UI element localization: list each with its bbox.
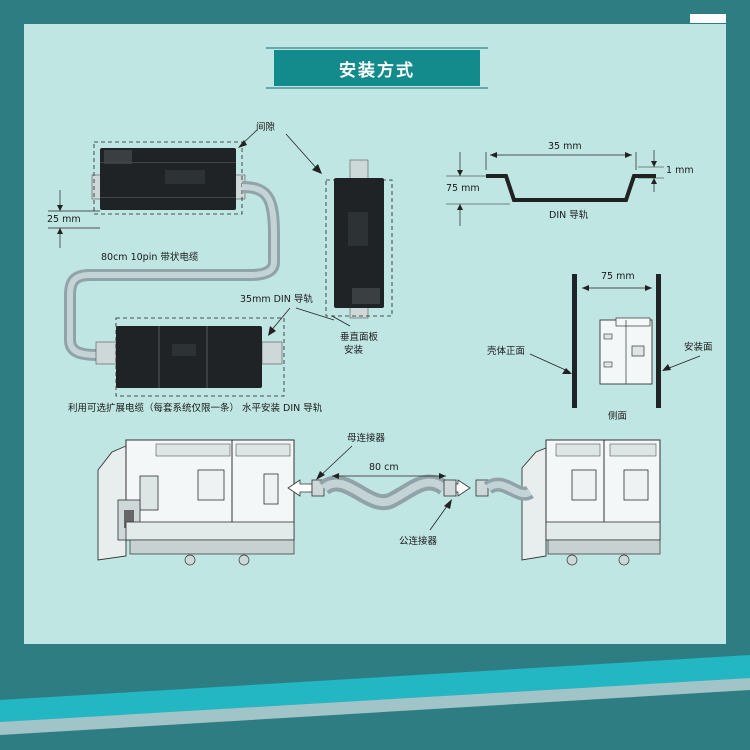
right-plc-group xyxy=(521,439,661,566)
side-shell-front-plate xyxy=(572,274,577,408)
corner-mark xyxy=(690,14,726,23)
vertical-panel-label-line2: 安装 xyxy=(344,345,364,356)
top-module-group xyxy=(91,141,246,215)
rail-thickness-label: 1 mm xyxy=(666,165,694,176)
bottom-plc-module xyxy=(116,326,262,388)
expansion-cable-group xyxy=(287,445,534,531)
vertical-module-group xyxy=(325,159,393,327)
din-rail-label: DIN 导轨 xyxy=(549,210,589,221)
gap-arrows xyxy=(238,129,322,174)
ribbon-cable-label: 80cm 10pin 带状电缆 xyxy=(101,252,199,263)
horizontal-mount-caption: 利用可选扩展电缆（每套系统仅限一条） 水平安装 DIN 导轨 xyxy=(68,403,323,414)
side-view-label: 侧面 xyxy=(608,411,628,422)
accent-stripe-light xyxy=(0,678,750,735)
bottom-module-gap-frame xyxy=(115,317,285,397)
side-view-group xyxy=(529,274,701,408)
male-connector-label: 公连接器 xyxy=(399,536,438,547)
top-module-gap-frame xyxy=(93,141,243,215)
bottom-module-group xyxy=(95,307,335,397)
accent-stripe xyxy=(0,655,750,722)
vertical-panel-label-line1: 垂直面板 xyxy=(340,332,379,343)
height-25mm-label: 25 mm xyxy=(47,214,81,225)
page-title: 安装方式 xyxy=(274,50,480,86)
din-rail-35mm-label: 35mm DIN 导轨 xyxy=(240,294,313,305)
gap-label: 间隙 xyxy=(256,122,276,133)
mounting-face-label: 安装面 xyxy=(684,342,713,353)
side-width-label: 75 mm xyxy=(601,271,635,282)
cable-length-label: 80 cm xyxy=(369,462,399,473)
din-rail-profile xyxy=(446,150,664,226)
male-connector-plug xyxy=(443,479,457,497)
female-connector-label: 母连接器 xyxy=(347,433,386,444)
ribbon-cable-highlight xyxy=(67,184,277,358)
vertical-module-gap-frame xyxy=(325,179,393,317)
dimension-25mm xyxy=(48,190,100,248)
left-plc-group xyxy=(97,439,295,566)
right-arrow-icon xyxy=(455,479,471,497)
side-mounting-plate xyxy=(656,274,661,408)
rail-height-label: 75 mm xyxy=(446,183,480,194)
rail-width-label: 35 mm xyxy=(548,141,582,152)
shell-front-label: 壳体正面 xyxy=(487,346,526,357)
